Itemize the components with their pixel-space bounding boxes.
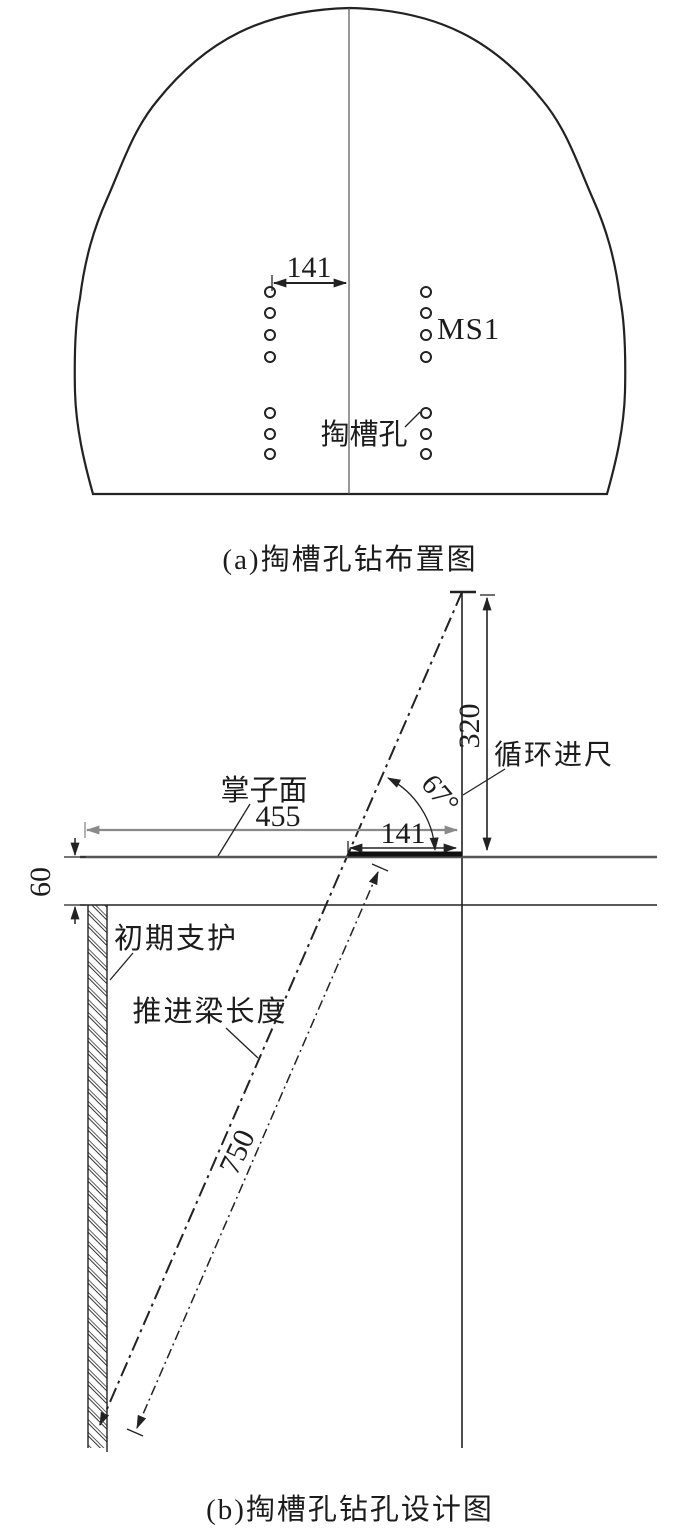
dimension-320-advance: 320 xyxy=(453,594,495,852)
push-beam-label: 推进梁长度 xyxy=(132,995,287,1028)
cut-hole xyxy=(264,307,276,319)
cut-hole xyxy=(420,307,432,319)
cut-hole-leader-line xyxy=(404,411,421,428)
panel-b-caption: (b)掏槽孔钻孔设计图 xyxy=(206,1493,494,1526)
push-beam-leader xyxy=(225,1027,259,1059)
cycle-advance-callout: 循环进尺 xyxy=(462,739,614,796)
dimension-141-slot-width: 141 xyxy=(347,817,458,856)
cut-hole xyxy=(264,286,276,298)
initial-support-callout: 初期支护 xyxy=(109,922,238,981)
working-face-callout: 掌子面 xyxy=(217,774,308,857)
dim-141-value: 141 xyxy=(287,251,332,284)
dimension-60-lining: 60 xyxy=(24,838,86,924)
angle-67-value: 67° xyxy=(415,768,466,820)
cut-hole xyxy=(420,329,432,341)
cut-hole xyxy=(420,407,432,419)
angle-arc xyxy=(387,777,439,852)
tunnel-outline xyxy=(73,6,627,496)
working-face-leader xyxy=(217,803,251,857)
panel-b-design-diagram: 455 141 320 67° 掌子面 循环进尺 xyxy=(24,590,657,1526)
cut-holes xyxy=(264,286,432,460)
cut-hole xyxy=(420,428,432,440)
dim-141b-value: 141 xyxy=(381,817,426,850)
cut-hole xyxy=(420,448,432,460)
initial-support-label: 初期支护 xyxy=(114,922,238,955)
cut-hole xyxy=(264,448,276,460)
initial-support-leader xyxy=(109,952,134,981)
cut-hole xyxy=(264,351,276,363)
cut-hole xyxy=(420,286,432,298)
initial-support-strip xyxy=(87,905,108,1452)
ms1-label: MS1 xyxy=(437,311,500,346)
cut-hole xyxy=(264,329,276,341)
dim-750-value: 750 xyxy=(213,1125,262,1180)
dimension-141-spacing: 141 xyxy=(271,251,348,291)
cycle-advance-label: 循环进尺 xyxy=(494,739,614,771)
dim-60-value: 60 xyxy=(24,867,57,897)
cut-hole xyxy=(264,407,276,419)
panel-a-caption: (a)掏槽孔钻布置图 xyxy=(222,543,477,576)
cut-hole-label: 掏槽孔 xyxy=(320,418,407,451)
cycle-advance-leader xyxy=(462,768,506,796)
working-face-label: 掌子面 xyxy=(220,774,307,807)
dim-320-value: 320 xyxy=(453,704,486,749)
cut-hole xyxy=(264,428,276,440)
dim-455-value: 455 xyxy=(256,800,301,833)
cut-hole xyxy=(420,351,432,363)
panel-a-layout-diagram: 141 MS1 掏槽孔 (a)掏槽孔钻布置图 xyxy=(73,6,627,576)
cut-hole-callout: 掏槽孔 xyxy=(320,411,421,451)
